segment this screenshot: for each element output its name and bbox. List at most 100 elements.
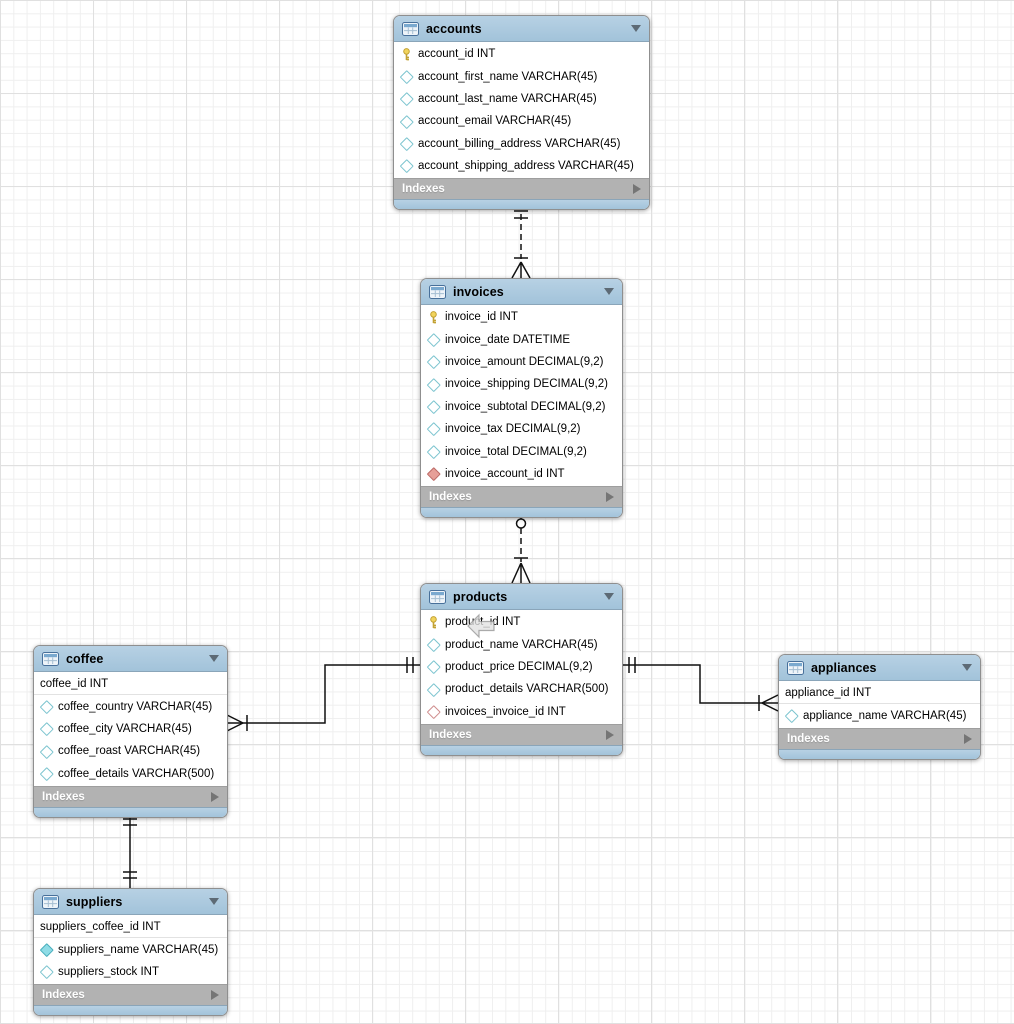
nullable-column-icon	[426, 400, 441, 414]
column-row[interactable]: product_id INT	[421, 611, 622, 633]
column-row[interactable]: invoice_amount DECIMAL(9,2)	[421, 351, 622, 373]
indexes-expand-icon[interactable]	[211, 791, 219, 802]
column-row[interactable]: invoice_total DECIMAL(9,2)	[421, 440, 622, 462]
table-suppliers-columns: suppliers_coffee_id INT suppliers_name V…	[34, 915, 227, 984]
nullable-column-icon	[426, 377, 441, 392]
column-row[interactable]: invoice_tax DECIMAL(9,2)	[421, 418, 622, 440]
column-row[interactable]: product_details VARCHAR(500)	[421, 678, 622, 700]
table-products-header[interactable]: products	[421, 584, 622, 610]
table-coffee-header[interactable]: coffee	[34, 646, 227, 672]
collapse-caret-icon[interactable]	[604, 593, 614, 600]
column-row[interactable]: invoice_subtotal DECIMAL(9,2)	[421, 396, 622, 418]
indexes-label: Indexes	[42, 790, 85, 803]
table-accounts-header[interactable]: accounts	[394, 16, 649, 42]
indexes-expand-icon[interactable]	[211, 990, 219, 1001]
column-label: account_last_name VARCHAR(45)	[418, 92, 597, 105]
table-appliances[interactable]: appliances appliance_id INT appliance_na…	[778, 654, 981, 760]
column-row[interactable]: appliance_id INT	[779, 682, 980, 705]
table-coffee[interactable]: coffee coffee_id INT coffee_country VARC…	[33, 645, 228, 818]
column-label: coffee_city VARCHAR(45)	[58, 722, 192, 735]
primary-key-icon	[427, 310, 440, 324]
table-title: invoices	[453, 284, 504, 299]
indexes-expand-icon[interactable]	[633, 184, 641, 195]
column-label: invoices_invoice_id INT	[445, 705, 566, 718]
column-row[interactable]: coffee_country VARCHAR(45)	[34, 695, 227, 717]
indexes-bar[interactable]: Indexes	[779, 727, 980, 749]
nullable-column-icon	[426, 660, 441, 674]
table-appliances-header[interactable]: appliances	[779, 655, 980, 681]
indexes-expand-icon[interactable]	[964, 733, 972, 744]
column-label: appliance_id INT	[785, 686, 872, 699]
table-invoices[interactable]: invoices invoice_id INT invoice_date DAT…	[420, 278, 623, 519]
nullable-column-icon	[39, 744, 54, 759]
table-accounts[interactable]: accounts account_id INT account_first_na…	[393, 15, 650, 211]
indexes-bar[interactable]: Indexes	[421, 486, 622, 508]
column-row[interactable]: coffee_roast VARCHAR(45)	[34, 740, 227, 762]
relationship-accounts-invoices[interactable]	[511, 204, 531, 279]
indexes-expand-icon[interactable]	[606, 729, 614, 740]
column-row[interactable]: appliance_name VARCHAR(45)	[779, 704, 980, 726]
column-row[interactable]: suppliers_name VARCHAR(45)	[34, 938, 227, 960]
indexes-bar[interactable]: Indexes	[34, 785, 227, 807]
column-label: invoice_amount DECIMAL(9,2)	[445, 355, 604, 368]
indexes-label: Indexes	[402, 183, 445, 196]
relationship-products-coffee[interactable]	[226, 657, 420, 732]
indexes-bar[interactable]: Indexes	[421, 723, 622, 745]
column-row[interactable]: product_name VARCHAR(45)	[421, 633, 622, 655]
nullable-column-icon	[399, 69, 414, 84]
indexes-bar[interactable]: Indexes	[394, 178, 649, 200]
indexes-bar[interactable]: Indexes	[34, 984, 227, 1006]
column-label: account_billing_address VARCHAR(45)	[418, 137, 621, 150]
collapse-caret-icon[interactable]	[604, 288, 614, 295]
column-label: invoice_subtotal DECIMAL(9,2)	[445, 400, 606, 413]
relationship-products-appliances[interactable]	[623, 657, 779, 712]
collapse-caret-icon[interactable]	[209, 898, 219, 905]
column-row[interactable]: product_price DECIMAL(9,2)	[421, 656, 622, 678]
table-icon	[429, 284, 446, 299]
table-invoices-header[interactable]: invoices	[421, 279, 622, 305]
column-row[interactable]: invoice_account_id INT	[421, 463, 622, 485]
table-title: coffee	[66, 651, 104, 666]
column-row[interactable]: coffee_details VARCHAR(500)	[34, 763, 227, 785]
column-row[interactable]: account_email VARCHAR(45)	[394, 110, 649, 132]
indexes-expand-icon[interactable]	[606, 492, 614, 503]
column-row[interactable]: invoices_invoice_id INT	[421, 701, 622, 723]
table-icon	[42, 651, 59, 666]
column-row[interactable]: suppliers_stock INT	[34, 961, 227, 983]
table-footer-strip	[779, 748, 980, 759]
column-row[interactable]: account_last_name VARCHAR(45)	[394, 88, 649, 110]
column-row[interactable]: account_id INT	[394, 43, 649, 65]
column-row[interactable]: suppliers_coffee_id INT	[34, 916, 227, 939]
column-label: invoice_date DATETIME	[445, 333, 571, 346]
column-row[interactable]: coffee_id INT	[34, 673, 227, 696]
column-label: invoice_account_id INT	[445, 467, 565, 480]
column-label: suppliers_name VARCHAR(45)	[58, 943, 219, 956]
column-row[interactable]: coffee_city VARCHAR(45)	[34, 718, 227, 740]
collapse-caret-icon[interactable]	[209, 655, 219, 662]
table-accounts-columns: account_id INT account_first_name VARCHA…	[394, 42, 649, 178]
table-suppliers-header[interactable]: suppliers	[34, 889, 227, 915]
column-label: suppliers_coffee_id INT	[40, 920, 161, 933]
column-label: account_first_name VARCHAR(45)	[418, 70, 598, 83]
table-suppliers[interactable]: suppliers suppliers_coffee_id INT suppli…	[33, 888, 228, 1017]
relationship-invoices-products[interactable]	[511, 511, 531, 584]
column-row[interactable]: invoice_date DATETIME	[421, 328, 622, 350]
collapse-caret-icon[interactable]	[631, 25, 641, 32]
relationship-coffee-suppliers[interactable]	[123, 812, 137, 888]
table-products[interactable]: products product_id INT product_name VAR…	[420, 583, 623, 756]
column-label: invoice_tax DECIMAL(9,2)	[445, 423, 581, 436]
column-row[interactable]: account_billing_address VARCHAR(45)	[394, 133, 649, 155]
column-row[interactable]: invoice_id INT	[421, 306, 622, 328]
column-row[interactable]: invoice_shipping DECIMAL(9,2)	[421, 373, 622, 395]
collapse-caret-icon[interactable]	[962, 664, 972, 671]
nullable-column-icon	[426, 682, 441, 697]
nullable-column-icon	[39, 965, 54, 979]
column-row[interactable]: account_first_name VARCHAR(45)	[394, 65, 649, 87]
nullable-column-icon	[399, 159, 414, 173]
table-title: products	[453, 589, 508, 604]
nullable-column-icon	[426, 332, 441, 347]
table-footer-strip	[34, 1005, 227, 1016]
column-row[interactable]: account_shipping_address VARCHAR(45)	[394, 155, 649, 177]
